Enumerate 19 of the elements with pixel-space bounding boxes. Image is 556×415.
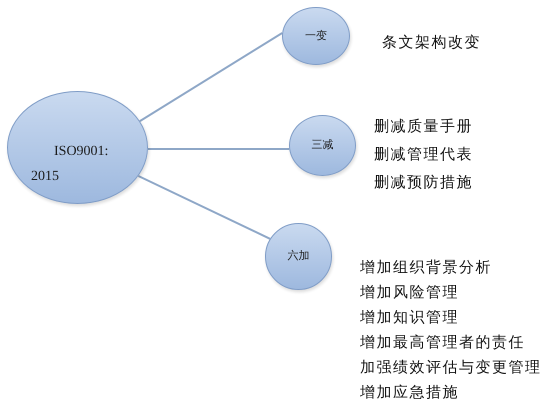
annotation-text: 增加风险管理	[360, 284, 459, 303]
annotation-text: 增加组织背景分析	[360, 258, 492, 278]
annotation-text: 删减管理代表	[374, 146, 473, 165]
node-label: 一变	[305, 30, 327, 42]
annotation-text: 删减预防措施	[374, 174, 473, 193]
connector-line	[148, 148, 290, 150]
annotation-text: 加强绩效评估与变更管理	[360, 358, 542, 378]
connector-line	[138, 175, 270, 240]
node-label: ISO9001: 2015	[31, 143, 110, 186]
category-ellipse	[265, 223, 332, 290]
node-label: 三减	[312, 139, 334, 152]
node-label: 六加	[288, 250, 310, 263]
connector-line	[139, 32, 283, 122]
annotation-text: 增加应急措施	[360, 383, 459, 403]
annotation-text: 条文架构改变	[382, 34, 481, 53]
category-ellipse	[282, 7, 350, 65]
annotation-text: 删减质量手册	[374, 118, 473, 137]
annotation-text: 增加知识管理	[360, 308, 459, 328]
annotation-text: 增加最高管理者的责任	[360, 333, 525, 353]
